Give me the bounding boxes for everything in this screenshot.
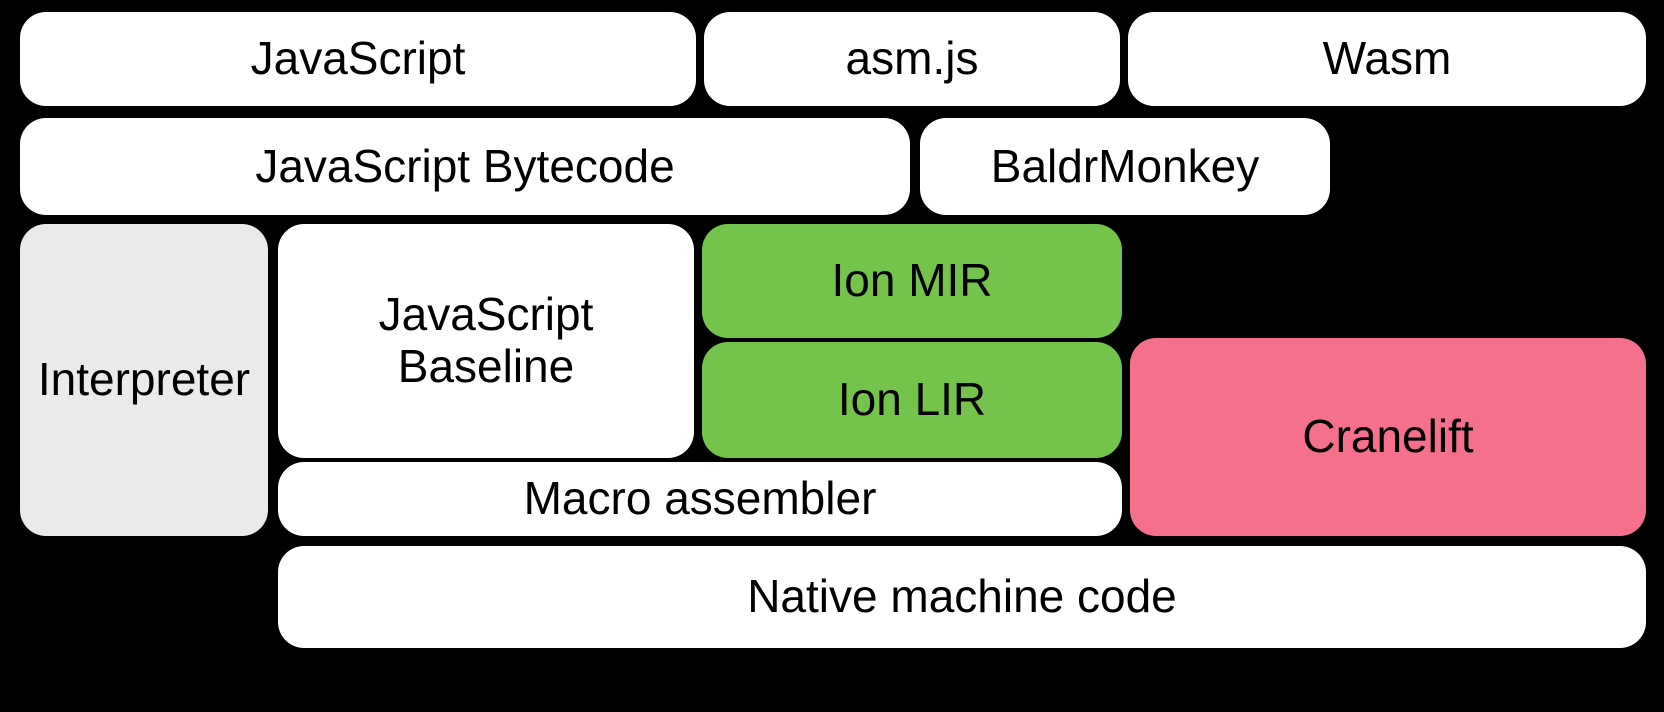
node-label-ion-mir: Ion MIR	[831, 254, 993, 307]
node-label-javascript-bytecode: JavaScript Bytecode	[255, 139, 675, 192]
node-label-javascript-baseline: JavaScript Baseline	[378, 288, 594, 392]
node-javascript-bytecode[interactable]: JavaScript Bytecode	[20, 118, 910, 215]
node-ion-mir[interactable]: Ion MIR	[702, 224, 1122, 338]
node-baldrmonkey[interactable]: BaldrMonkey	[920, 118, 1330, 215]
node-javascript[interactable]: JavaScript	[20, 12, 696, 106]
node-wasm[interactable]: Wasm	[1128, 12, 1646, 106]
node-label-interpreter: Interpreter	[37, 353, 251, 406]
node-label-cranelift: Cranelift	[1302, 410, 1474, 463]
node-macro-assembler[interactable]: Macro assembler	[278, 462, 1122, 536]
node-cranelift[interactable]: Cranelift	[1130, 338, 1646, 536]
node-native-machine-code[interactable]: Native machine code	[278, 546, 1646, 648]
node-label-ion-lir: Ion LIR	[837, 373, 987, 426]
node-asm-js[interactable]: asm.js	[704, 12, 1120, 106]
node-label-baldrmonkey: BaldrMonkey	[990, 139, 1260, 192]
node-label-wasm: Wasm	[1322, 32, 1452, 85]
node-label-macro-assembler: Macro assembler	[523, 472, 877, 525]
node-label-asm-js: asm.js	[845, 32, 979, 85]
node-label-javascript: JavaScript	[250, 32, 466, 85]
node-label-native-machine-code: Native machine code	[747, 570, 1177, 623]
node-ion-lir[interactable]: Ion LIR	[702, 342, 1122, 458]
node-interpreter[interactable]: Interpreter	[20, 224, 268, 536]
node-javascript-baseline[interactable]: JavaScript Baseline	[278, 224, 694, 458]
